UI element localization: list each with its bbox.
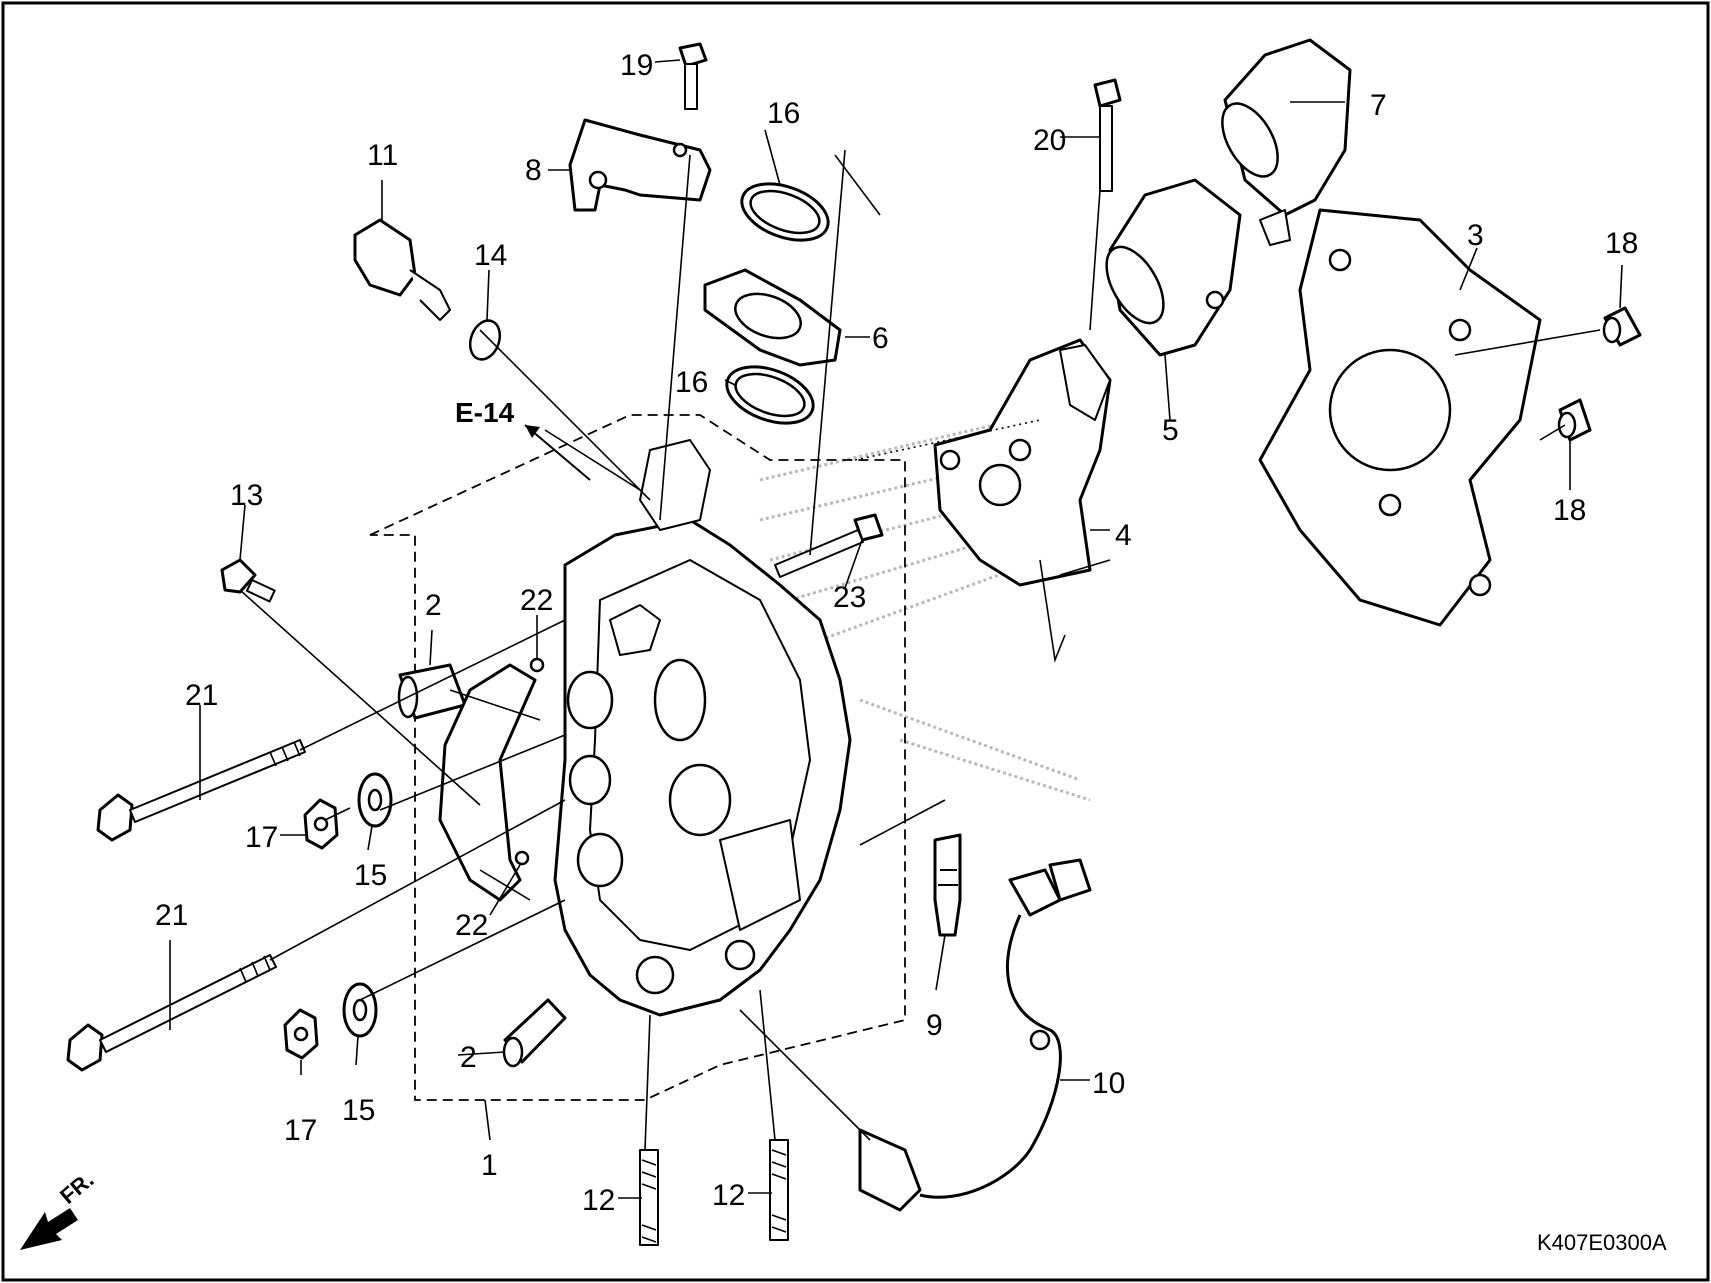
- callout-labels: 1 2 2 3 4 5 6 7 8 9 10 11 12 12 13 14 15…: [155, 49, 1638, 1217]
- callout-13: 13: [230, 479, 263, 512]
- small-bolt: [220, 558, 276, 603]
- callout-21-upper: 21: [185, 679, 218, 712]
- callout-19: 19: [620, 49, 653, 82]
- stud-bolt-right: [769, 1139, 789, 1241]
- o-ring-upper: [740, 182, 830, 242]
- callout-17-lower: 17: [284, 1114, 317, 1147]
- dowel-18-upper: [1602, 306, 1642, 347]
- fr-arrow-icon: FR.: [20, 1167, 98, 1250]
- bolt-20: [1093, 78, 1122, 192]
- callout-14: 14: [474, 239, 507, 272]
- callout-pointers: [169, 59, 1623, 1199]
- washer-14: [468, 319, 502, 361]
- callout-21-lower: 21: [155, 899, 188, 932]
- bolt-23: [774, 513, 884, 578]
- fr-label: FR.: [55, 1167, 98, 1209]
- callout-15-lower: 15: [342, 1094, 375, 1127]
- o-ring-lower: [725, 365, 815, 425]
- washer-15-lower: [342, 982, 378, 1038]
- callout-9: 9: [926, 1009, 943, 1042]
- intake-flange: [703, 268, 842, 367]
- diagram-code: K407E0300A: [1537, 1230, 1667, 1255]
- callout-3: 3: [1467, 219, 1484, 252]
- dowel-18-lower: [1557, 398, 1592, 442]
- dowel-pin-lower: [502, 998, 567, 1068]
- callout-17-upper: 17: [245, 821, 278, 854]
- intake-manifold: [933, 338, 1112, 587]
- callout-16-upper: 16: [767, 97, 800, 130]
- washer-15-upper: [357, 772, 393, 828]
- callout-18-lower: 18: [1553, 494, 1586, 527]
- callout-5: 5: [1162, 414, 1179, 447]
- callout-12-right: 12: [712, 1179, 745, 1212]
- long-bolt-lower: [66, 954, 277, 1072]
- callout-2-lower: 2: [460, 1041, 477, 1074]
- dowel-22-upper: [529, 657, 545, 673]
- nut-17-lower: [283, 1008, 319, 1060]
- clamp-band: [1221, 38, 1352, 246]
- callout-2-upper: 2: [425, 589, 442, 622]
- spark-plug: [933, 833, 962, 937]
- cross-reference: E-14: [455, 397, 591, 481]
- callout-4: 4: [1115, 519, 1132, 552]
- cross-reference-label: E-14: [455, 397, 515, 428]
- callout-16-lower: 16: [675, 366, 708, 399]
- bolt-19: [678, 42, 708, 110]
- long-bolt-upper: [96, 739, 306, 842]
- callout-18-upper: 18: [1605, 227, 1638, 260]
- bracket: [568, 118, 712, 212]
- callout-6: 6: [872, 322, 889, 355]
- nut-17-upper: [303, 798, 339, 850]
- temp-sensor: [353, 218, 451, 321]
- watermark: [759, 398, 1101, 802]
- callout-1: 1: [481, 1149, 498, 1182]
- intake-insulator: [1105, 178, 1242, 357]
- callout-7: 7: [1370, 89, 1387, 122]
- callout-12-left: 12: [582, 1184, 615, 1217]
- callout-22-upper: 22: [520, 584, 553, 617]
- callout-23: 23: [833, 581, 866, 614]
- leader-lines: [239, 149, 1601, 1151]
- assembly-bracket-1: [369, 414, 906, 1141]
- callout-22-lower: 22: [455, 909, 488, 942]
- callout-8: 8: [525, 154, 542, 187]
- sensor-cable: [858, 858, 1092, 1212]
- dowel-22-lower: [514, 850, 530, 866]
- stud-bolt-left: [639, 1149, 659, 1246]
- callout-11: 11: [367, 139, 398, 172]
- callout-10: 10: [1092, 1067, 1125, 1100]
- callout-20: 20: [1033, 124, 1066, 157]
- side-gasket: [438, 663, 537, 902]
- head-gasket: [1258, 208, 1542, 627]
- callout-15-upper: 15: [354, 859, 387, 892]
- cylinder-head: [553, 439, 852, 1017]
